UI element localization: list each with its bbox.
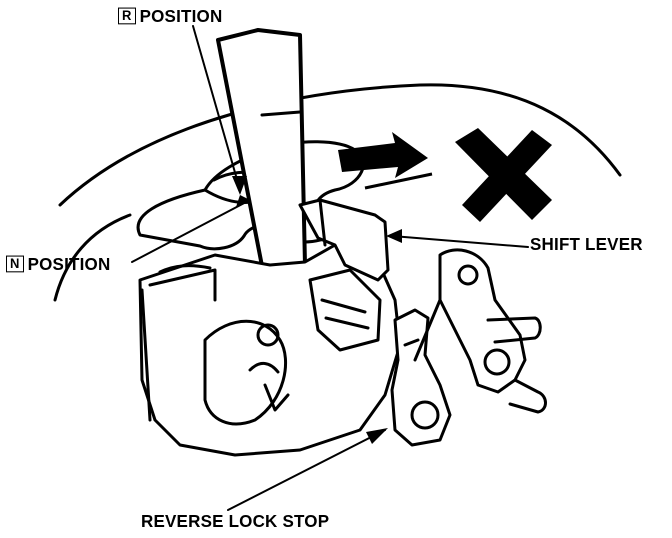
reverse-lock-stop-label: REVERSE LOCK STOP [141, 511, 330, 532]
reverse-lock-stop-part [390, 308, 452, 447]
x-cross-icon [455, 128, 552, 222]
r-position-text: POSITION [139, 6, 223, 27]
shift-lever-shaft [216, 28, 307, 275]
leader-shift-lever [391, 235, 529, 248]
leader-reverse-lock-stop [227, 429, 386, 511]
lever-base-block [138, 243, 402, 457]
n-position-text: POSITION [27, 254, 111, 275]
shift-lever-label: SHIFT LEVER [530, 234, 643, 255]
linkage-arm [438, 248, 527, 394]
console-housing [58, 83, 622, 207]
leader-r-position [192, 25, 241, 191]
arrow-right-icon [338, 132, 433, 190]
r-box-letter: R [118, 7, 136, 25]
leader-n-position [131, 199, 251, 263]
n-box-letter: N [6, 255, 24, 273]
